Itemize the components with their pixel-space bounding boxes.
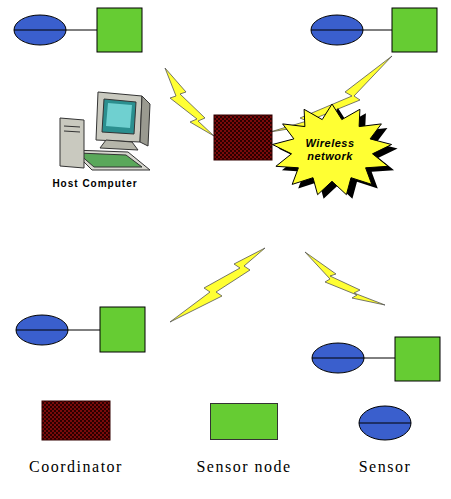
starburst-label-wrap: Wireless network [270, 100, 390, 200]
network-label: Wireless network [299, 137, 361, 163]
legend-text: Coordinator [29, 458, 123, 476]
legend-swatch [210, 403, 278, 440]
wireless-starburst: Wireless network [270, 100, 400, 200]
host-computer-label: Host Computer [40, 178, 150, 189]
legend-text: Sensor [359, 458, 412, 476]
legend-text: Sensor node [196, 458, 291, 476]
